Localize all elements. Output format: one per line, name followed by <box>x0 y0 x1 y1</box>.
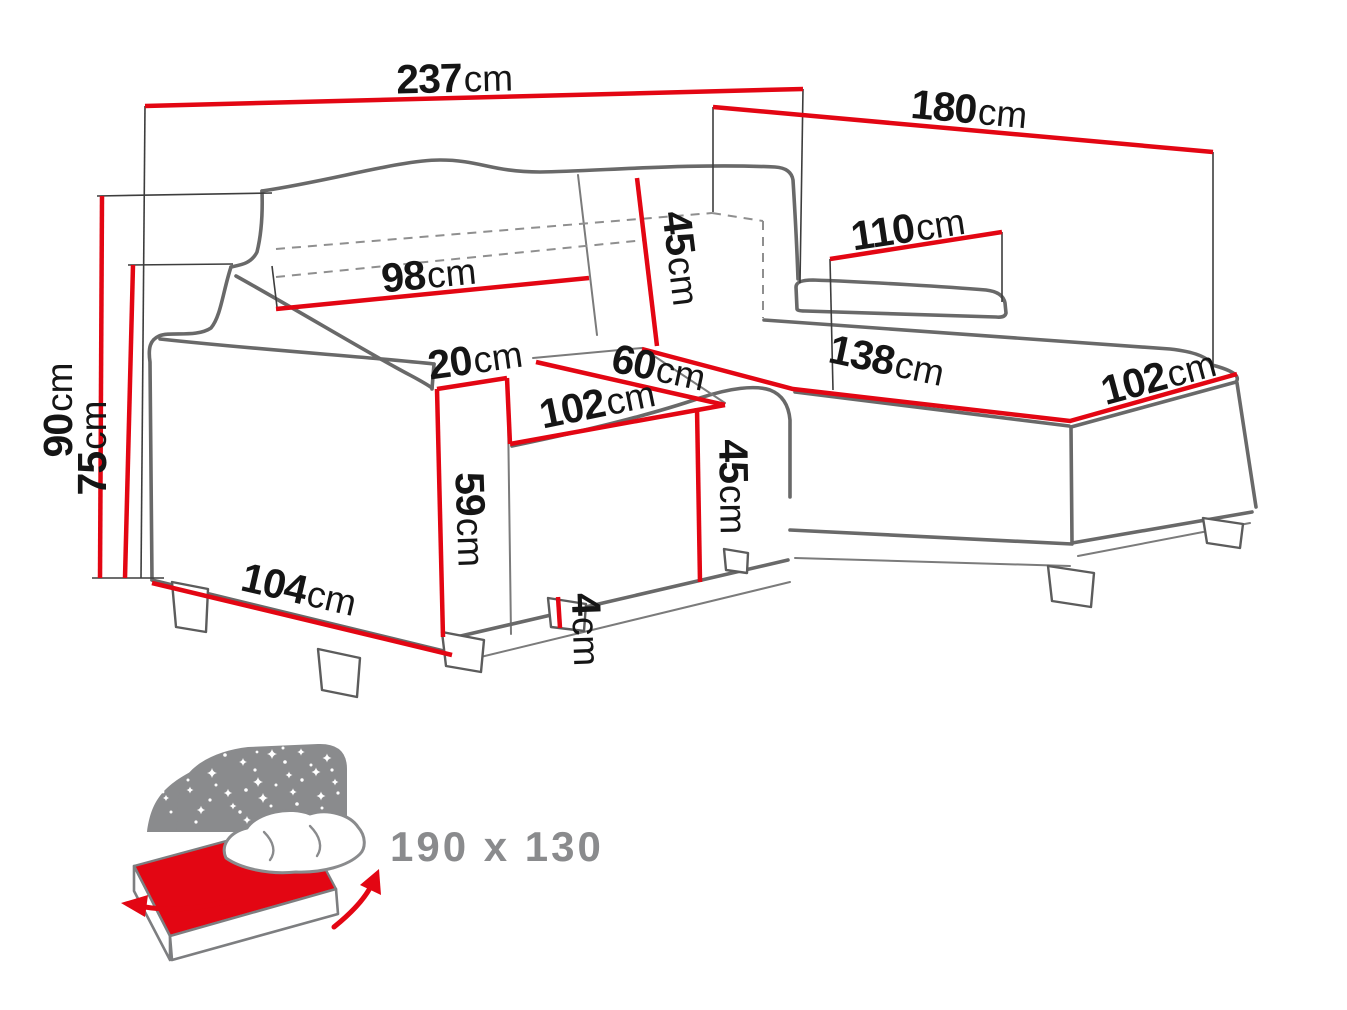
bed-mattress-left-side <box>132 864 172 962</box>
dim-line-seat-front-height <box>694 407 703 583</box>
dim-label-sofa-total-height: 90cm <box>35 363 81 458</box>
dim-line-chaise-seat <box>641 346 1238 424</box>
dim-label-corner-section-width: 60cm <box>608 335 710 400</box>
dim-label-chaise-total-depth: 180cm <box>909 81 1029 137</box>
corner-seam <box>641 347 726 404</box>
sofa-leg <box>722 547 750 575</box>
bed-mattress-front-side <box>168 887 340 962</box>
dim-label-leg-height: 4cm <box>563 592 612 667</box>
sofa-leg <box>1201 516 1245 550</box>
dim-label-seat-depth: 102cm <box>535 369 659 437</box>
dim-line-armrest-back-height <box>122 264 136 579</box>
dim-line-sofa-total-height <box>97 195 105 579</box>
dim-label-armrest-top-width: 20cm <box>425 330 525 389</box>
chaise-seat-front-left-edge <box>793 390 1071 428</box>
dim-line-seat-depth <box>509 402 726 447</box>
backrest-left-edge <box>229 189 264 269</box>
dim-label-armrest-back-height: 75cm <box>69 401 115 496</box>
dim-label-chaise-seat-length: 138cm <box>825 326 949 395</box>
backrest-outline <box>260 158 800 281</box>
armrest-front-cap <box>430 362 436 391</box>
chaise-seat-front-right-edge <box>1069 380 1238 429</box>
seat-base-bottom <box>459 581 791 663</box>
dim-label-sofa-total-width: 237cm <box>396 53 514 102</box>
dim-line-corner-section-width <box>535 359 726 408</box>
dim-line-armrest-top-width <box>436 375 508 392</box>
dim-line-leg-height <box>555 596 563 629</box>
bed-duvet-fold <box>262 830 275 862</box>
stars <box>161 746 340 824</box>
bed-unfold-arrow-left <box>142 898 233 912</box>
bed-unfold-arrow-right-head <box>360 869 381 895</box>
bed-starry-backdrop <box>177 743 347 832</box>
bed-unfold-arrow-right <box>331 885 373 930</box>
bed-duvet-fold <box>308 824 322 858</box>
dim-line-seat-depth-join <box>504 377 513 445</box>
dim-label-backrest-cushion-width: 98cm <box>379 247 478 302</box>
dim-label-backrest-cushion-height: 45cm <box>653 208 710 308</box>
armrest-outer-edge <box>147 265 233 582</box>
dim-label-chaise-back-width: 110cm <box>848 197 968 259</box>
bed-duvet <box>222 809 366 875</box>
dim-label-armrest-front-height: 59cm <box>446 471 495 567</box>
corner-front-bottom <box>788 528 1074 546</box>
dim-line-chaise-back-width <box>829 229 1003 262</box>
dim-line-backrest-cushion-width <box>275 275 590 312</box>
dim-line-backrest-cushion-height <box>634 177 660 347</box>
seat-front-inner-edge <box>507 413 512 635</box>
dim-line-armrest-front-height <box>434 388 446 638</box>
dimension-lines <box>97 86 1238 658</box>
sofa-leg <box>1046 564 1096 609</box>
bed-icon: 190 x 130 <box>121 743 604 962</box>
bed-size-label: 190 x 130 <box>390 823 604 870</box>
chaise-right-face-edge <box>1235 381 1258 509</box>
dim-line-sofa-total-width <box>144 86 804 109</box>
seat-front-bottom <box>450 558 790 640</box>
bed-unfold-arrow-left-head <box>121 895 148 917</box>
corner-base-bottom <box>794 557 1071 567</box>
chaise-back-edge <box>762 318 1214 367</box>
chaise-armrest <box>794 278 1008 319</box>
backrest-cushion-seam <box>577 174 598 336</box>
sofa-leg <box>316 647 362 699</box>
dimension-labels: 237cm 180cm 110cm 98cm 45cm 20cm 60cm 10… <box>35 53 1220 667</box>
chaise-front-left-edge <box>1069 425 1074 545</box>
dim-line-side-depth <box>151 580 453 658</box>
dim-label-seat-front-height: 45cm <box>710 439 758 535</box>
cushion-dashed-lines <box>275 212 764 318</box>
extension-lines <box>92 88 1214 579</box>
chaise-front-bottom <box>1070 510 1254 545</box>
seat-back-edge <box>532 347 643 359</box>
dim-line-chaise-total-depth <box>712 104 1214 155</box>
armrest-top-outer-edge <box>158 337 436 366</box>
